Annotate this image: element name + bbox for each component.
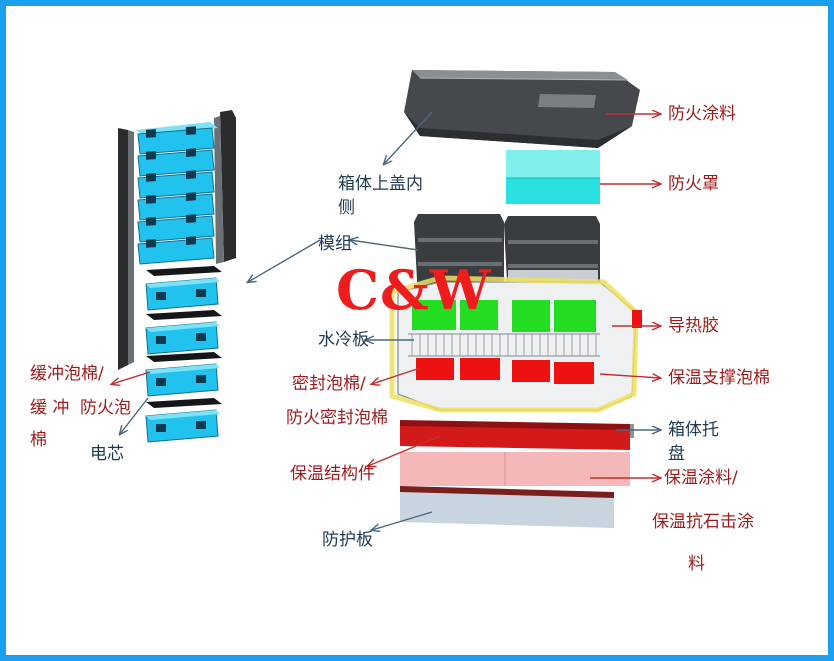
label-fireproof-coating: 防火涂料	[668, 104, 736, 124]
arrow-icon	[248, 239, 321, 282]
arrow-icon	[599, 373, 660, 378]
label-insulation-support-foam: 保温支撑泡棉	[668, 368, 770, 388]
arrow-icon	[368, 435, 441, 466]
arrow-icon	[120, 397, 149, 434]
label-lid-inner-2: 侧	[338, 198, 355, 218]
cell-block-lower	[145, 266, 222, 443]
cell-block-upper	[136, 122, 218, 265]
left-end-plate-edge	[128, 130, 134, 365]
label-module: 模组	[318, 234, 352, 254]
foam-sheet	[146, 310, 222, 320]
arrow-icon	[350, 240, 419, 251]
battery-cell	[137, 214, 215, 243]
fire-cover	[506, 150, 600, 204]
battery-cell	[137, 170, 215, 199]
arrow-icon	[372, 511, 433, 530]
left-end-plate	[118, 128, 128, 370]
label-box-tray: 箱体托	[668, 420, 719, 440]
leader-arrows	[112, 112, 660, 530]
label-buffer-foam-2a: 缓 冲	[30, 398, 70, 418]
right-end-plate-edge	[214, 116, 224, 264]
label-insulation-coating-3: 料	[688, 554, 705, 574]
battery-cell	[137, 148, 215, 177]
insulation-structure	[400, 420, 630, 450]
foam-sheet	[146, 266, 222, 276]
label-water-cooling-plate: 水冷板	[318, 330, 369, 350]
battery-cell	[145, 277, 220, 311]
label-fire-seal-foam: 防火密封泡棉	[286, 408, 388, 428]
box-lid	[404, 70, 640, 148]
insulation-coating	[400, 452, 630, 486]
box-tray	[389, 275, 642, 438]
battery-cell	[137, 126, 215, 155]
label-lid-inner: 箱体上盖内	[338, 174, 423, 194]
arrow-icon	[112, 371, 151, 384]
label-seal-foam: 密封泡棉/	[292, 374, 366, 394]
label-buffer-foam-2b: 防火泡	[80, 398, 131, 418]
arrow-icon	[384, 111, 433, 164]
label-buffer-foam-3: 棉	[30, 430, 47, 450]
label-insulation-coating: 保温涂料/	[664, 468, 738, 488]
battery-cell	[137, 236, 215, 265]
battery-cell	[137, 192, 215, 221]
label-buffer-foam: 缓冲泡棉/	[30, 364, 104, 384]
foam-sheet	[146, 398, 222, 408]
battery-cell	[145, 321, 220, 355]
guard-plate	[400, 486, 614, 528]
label-insulation-structure: 保温结构件	[290, 464, 375, 484]
arrow-icon	[372, 367, 421, 384]
foam-sheet	[146, 352, 222, 362]
right-end-plate	[220, 110, 236, 262]
label-box-tray-2: 盘	[668, 444, 685, 464]
label-fire-cover: 防火罩	[668, 174, 719, 194]
module-stack	[118, 110, 236, 443]
battery-cell	[145, 363, 220, 397]
label-guard-plate: 防护板	[322, 530, 373, 550]
battery-cell	[145, 409, 220, 443]
label-cell: 电芯	[90, 444, 124, 464]
label-thermal-gel: 导热胶	[668, 316, 719, 336]
label-insulation-coating-2: 保温抗石击涂	[652, 512, 754, 532]
watermark-logo: C&W	[336, 258, 492, 322]
